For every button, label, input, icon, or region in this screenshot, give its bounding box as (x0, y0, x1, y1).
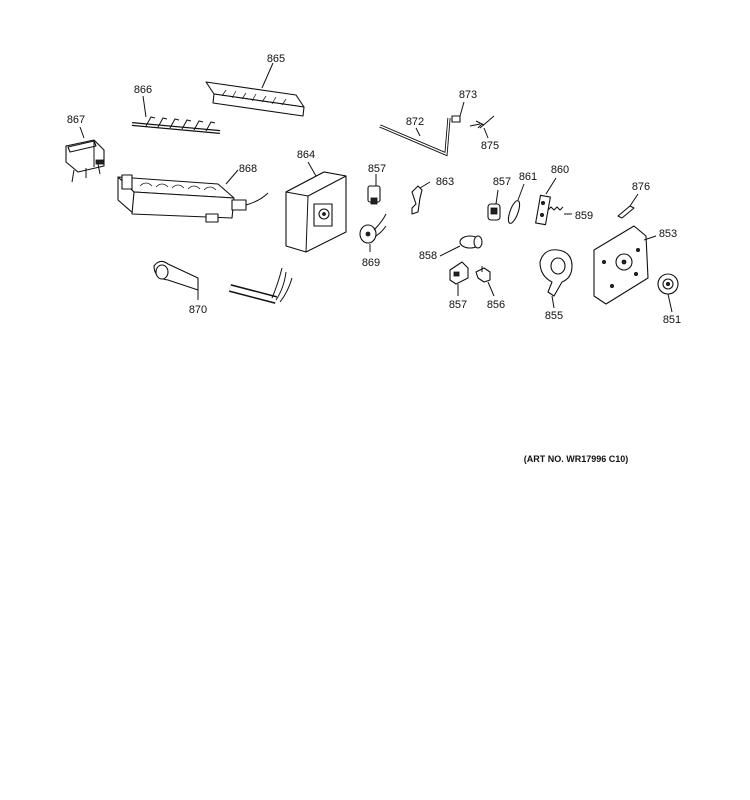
part-851 (657, 273, 679, 313)
part-863 (411, 181, 431, 215)
part-869 (359, 213, 387, 252)
callout-857-b: 857 (449, 299, 467, 311)
part-873-875 (451, 101, 495, 139)
callout-872: 872 (406, 116, 424, 128)
part-868 (117, 169, 269, 223)
part-857b (449, 261, 469, 296)
callout-873: 873 (459, 89, 477, 101)
part-865 (205, 62, 305, 117)
callout-861: 861 (519, 171, 537, 183)
callout-875: 875 (481, 140, 499, 152)
callout-863: 863 (436, 176, 454, 188)
callout-859: 859 (575, 210, 593, 222)
art-number: (ART NO. WR17996 C10) (524, 454, 629, 464)
part-876 (617, 193, 639, 219)
callout-870: 870 (189, 304, 207, 316)
callout-864: 864 (297, 149, 315, 161)
callout-855: 855 (545, 310, 563, 322)
part-857c (487, 189, 501, 221)
callout-865: 865 (267, 53, 285, 65)
part-857 (367, 174, 381, 205)
callout-860: 860 (551, 164, 569, 176)
callout-858: 858 (419, 250, 437, 262)
part-872 (379, 117, 451, 157)
part-858 (439, 235, 483, 257)
callout-labels: 865 866 867 868 864 857 869 873 872 875 … (67, 53, 681, 326)
part-864 (285, 161, 347, 253)
callout-869: 869 (362, 257, 380, 269)
part-870 (153, 260, 293, 304)
callout-853: 853 (659, 228, 677, 240)
part-853 (593, 225, 657, 305)
callout-857-a: 857 (368, 163, 386, 175)
callout-866: 866 (134, 84, 152, 96)
callout-856: 856 (487, 299, 505, 311)
part-861 (507, 183, 525, 224)
callout-857-c: 857 (493, 176, 511, 188)
callout-867: 867 (67, 114, 85, 126)
part-866 (131, 95, 221, 134)
part-855 (539, 249, 573, 309)
part-867 (65, 126, 105, 183)
part-860 (535, 177, 557, 226)
callout-868: 868 (239, 163, 257, 175)
part-859 (547, 206, 572, 215)
callout-851: 851 (663, 314, 681, 326)
callout-876: 876 (632, 181, 650, 193)
part-856 (475, 266, 495, 297)
